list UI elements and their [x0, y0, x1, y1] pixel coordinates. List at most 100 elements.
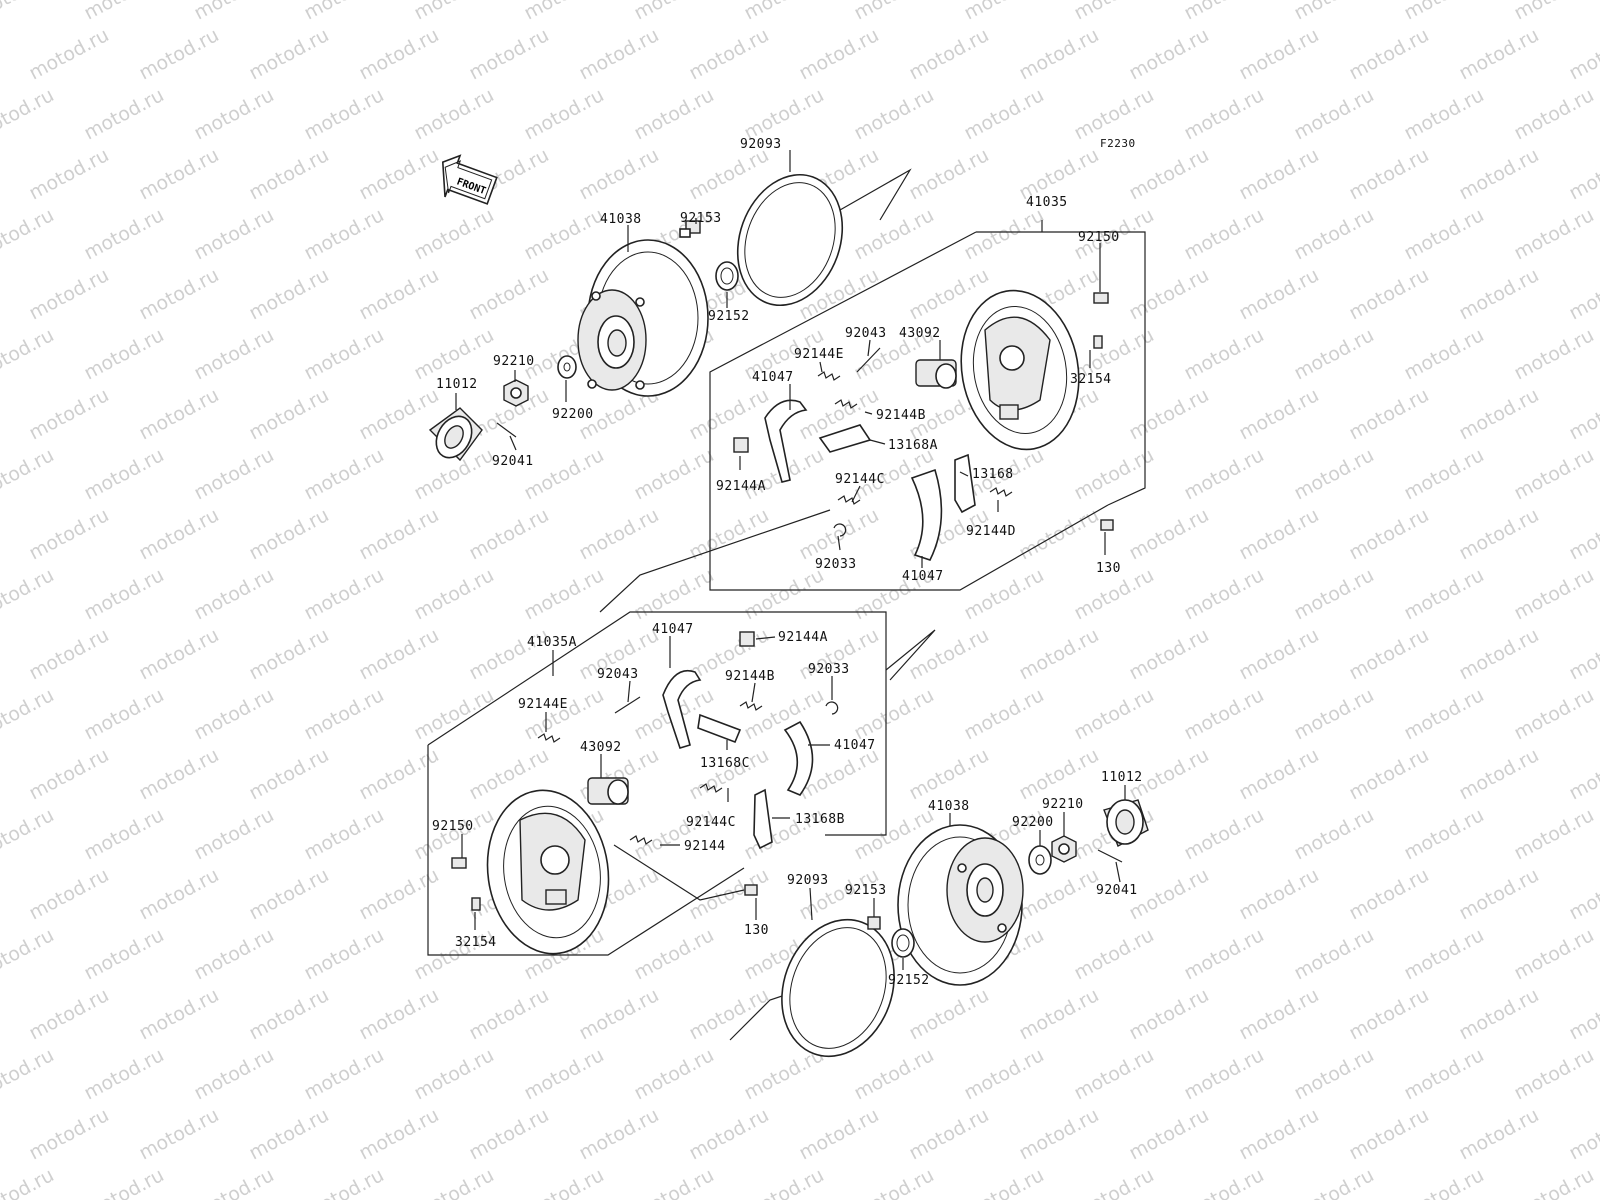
label-lower-spring-e: 92144E	[518, 697, 568, 712]
upper-wheel-cylinder	[915, 359, 957, 389]
watermark-text: motod.ru	[630, 804, 717, 864]
upper-spring-92144c	[837, 495, 861, 505]
watermark-text: motod.ru	[630, 924, 717, 984]
lower-brake-shoe-a	[662, 670, 702, 749]
watermark-text: motod.ru	[1235, 24, 1322, 84]
watermark-text: motod.ru	[960, 1164, 1047, 1200]
watermark-text: motod.ru	[465, 1104, 552, 1164]
lower-washer	[1028, 845, 1052, 875]
upper-assembly: 92093 41038 92153 92152 41035 92150 4309…	[428, 137, 1146, 613]
watermark-text: motod.ru	[190, 924, 277, 984]
watermark-text: motod.ru	[740, 1164, 827, 1200]
watermark-text: motod.ru	[520, 84, 607, 144]
watermark-text: motod.ru	[245, 864, 332, 924]
watermark-text: motod.ru	[1345, 384, 1432, 444]
watermark-text: motod.ru	[1235, 1104, 1322, 1164]
label-upper-bearing: 92152	[708, 309, 750, 324]
label-lower-bolt: 92153	[845, 883, 887, 898]
watermark-text: motod.ru	[465, 624, 552, 684]
watermark-text: motod.ru	[355, 864, 442, 924]
watermark-text: motod.ru	[850, 84, 937, 144]
watermark-text: motod.ru	[960, 84, 1047, 144]
watermark-text: motod.ru	[300, 684, 387, 744]
watermark-text: motod.ru	[960, 204, 1047, 264]
watermark-text: motod.ru	[80, 924, 167, 984]
watermark-text: motod.ru	[355, 624, 442, 684]
watermark-text: motod.ru	[190, 1164, 277, 1200]
watermark-text: motod.ru	[1345, 504, 1432, 564]
watermark-text: motod.ru	[1565, 744, 1600, 804]
watermark-text: motod.ru	[1510, 1164, 1597, 1200]
label-upper-shoe-a: 41047	[752, 370, 794, 385]
watermark-text: motod.ru	[300, 204, 387, 264]
watermark-text: motod.ru	[795, 504, 882, 564]
label-upper-cotter: 92041	[492, 454, 534, 469]
watermark-text: motod.ru	[300, 324, 387, 384]
watermark-text: motod.ru	[905, 744, 992, 804]
label-upper-shoe-b: 41047	[902, 569, 944, 584]
watermark-text: motod.ru	[850, 1044, 937, 1104]
watermark-text: motod.ru	[0, 684, 58, 744]
watermark-text: motod.ru	[135, 144, 222, 204]
figure-code: F2230	[1100, 137, 1136, 150]
watermark-text: motod.ru	[0, 84, 58, 144]
label-upper-lever-a: 13168A	[888, 438, 938, 453]
watermark-text: motod.ru	[1455, 624, 1542, 684]
upper-clip-92033	[833, 523, 847, 537]
watermark-text: motod.ru	[300, 564, 387, 624]
label-lower-cotter: 92041	[1096, 883, 1138, 898]
watermark-text: motod.ru	[1290, 684, 1377, 744]
watermark-text: motod.ru	[630, 444, 717, 504]
watermark-text: motod.ru	[0, 1164, 58, 1200]
watermark-text: motod.ru	[1400, 564, 1487, 624]
label-lower-cap: 11012	[1101, 770, 1143, 785]
watermark-text: motod.ru	[1565, 1104, 1600, 1164]
watermark-text: motod.ru	[135, 24, 222, 84]
label-lower-bearing: 92152	[888, 973, 930, 988]
watermark-text: motod.ru	[355, 744, 442, 804]
watermark-text: motod.ru	[0, 324, 58, 384]
watermark-text: motod.ru	[135, 624, 222, 684]
upper-screw-130	[1100, 519, 1114, 531]
watermark-text: motod.ru	[795, 24, 882, 84]
watermark-text: motod.ru	[1290, 804, 1377, 864]
watermark-text: motod.ru	[190, 84, 277, 144]
watermark-text: motod.ru	[355, 24, 442, 84]
watermark-text: motod.ru	[355, 984, 442, 1044]
upper-bolt-92150	[1093, 292, 1109, 304]
watermark-text: motod.ru	[1180, 924, 1267, 984]
watermark-text: motod.ru	[80, 804, 167, 864]
watermark-text: motod.ru	[80, 1164, 167, 1200]
upper-lever-13168	[954, 453, 976, 514]
watermark-text: motod.ru	[1455, 144, 1542, 204]
watermark-text: motod.ru	[1290, 564, 1377, 624]
watermark-text: motod.ru	[25, 984, 112, 1044]
watermark-text: motod.ru	[1345, 864, 1432, 924]
watermark-text: motod.ru	[410, 324, 497, 384]
watermark-text: motod.ru	[1565, 504, 1600, 564]
watermark-text: motod.ru	[1400, 204, 1487, 264]
watermark-text: motod.ru	[575, 24, 662, 84]
watermark-text: motod.ru	[1400, 684, 1487, 744]
watermark-text: motod.ru	[80, 684, 167, 744]
watermark-text: motod.ru	[1345, 144, 1432, 204]
upper-bearing	[715, 261, 739, 291]
watermark-text: motod.ru	[1235, 144, 1322, 204]
watermark-text: motod.ru	[245, 384, 332, 444]
watermark-text: motod.ru	[1400, 324, 1487, 384]
watermark-text: motod.ru	[190, 204, 277, 264]
upper-brake-drum	[577, 239, 709, 397]
watermark-text: motod.ru	[1070, 1044, 1157, 1104]
upper-brake-shoe-a	[764, 399, 808, 483]
watermark-text: motod.ru	[135, 504, 222, 564]
lower-wheel-cylinder	[587, 777, 629, 805]
watermark-text: motod.ru	[740, 0, 827, 24]
watermark-text: motod.ru	[1235, 624, 1322, 684]
lower-spring-92144b	[739, 701, 763, 711]
watermark-text: motod.ru	[1235, 864, 1322, 924]
upper-spring-92144d	[989, 487, 1013, 497]
watermark-text: motod.ru	[520, 204, 607, 264]
watermark-text: motod.ru	[245, 744, 332, 804]
lower-lever-13168b	[753, 788, 773, 850]
